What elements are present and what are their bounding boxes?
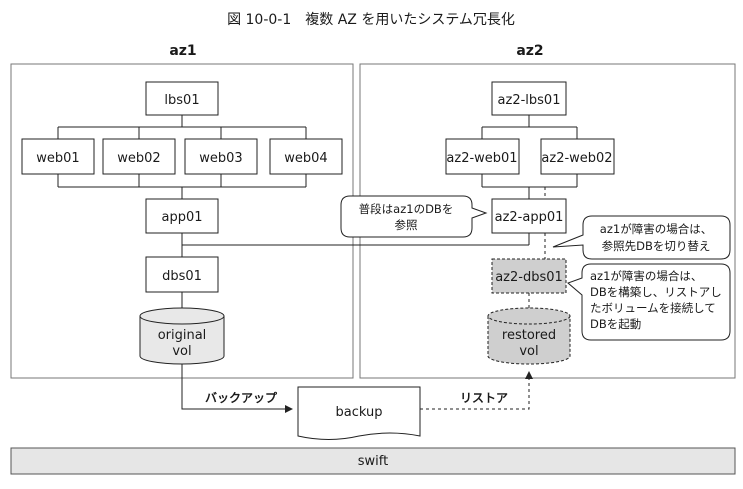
original-vol-label-1: original: [158, 328, 207, 343]
swift-storage-bar: [10, 447, 736, 475]
node-web04-label: web04: [284, 151, 327, 166]
restore-label: リストア: [460, 391, 508, 405]
node-app01-label: app01: [161, 210, 202, 225]
node-web03: [184, 138, 258, 175]
node-app01: [145, 198, 219, 234]
node-web03-label: web03: [199, 151, 242, 166]
node-dbs01: [145, 256, 219, 293]
callout-switch-line-1: az1が障害の場合は、: [600, 222, 712, 236]
restore-arrow: [420, 371, 533, 410]
node-az2-lbs01: [491, 81, 567, 116]
node-az2-web01-label: az2-web01: [446, 151, 517, 166]
restored-vol-label-1: restored: [502, 328, 556, 343]
callout-rebuild: [567, 263, 731, 341]
zone-label-az1: az1: [169, 43, 196, 59]
swift-label: swift: [358, 454, 388, 469]
callout-switch-line-2: 参照先DBを切り替え: [602, 239, 711, 253]
callout-normal-ref: [340, 195, 488, 238]
node-az2-web01: [445, 138, 520, 175]
original-vol-label-2: vol: [172, 344, 191, 359]
node-web01: [21, 138, 95, 175]
node-az2-web02: [540, 138, 615, 175]
node-az2-dbs01-label: az2-dbs01: [495, 270, 563, 285]
callout-rebuild-line-4: DBを起動: [590, 317, 641, 331]
restored-vol-cylinder: [487, 307, 571, 365]
backup-document: [297, 386, 421, 440]
callout-rebuild-line-2: DBを構築し、リストアし: [590, 285, 722, 299]
original-vol-cylinder: [139, 307, 225, 365]
az1-connectors: [57, 115, 307, 310]
callout-rebuild-line-1: az1が障害の場合は、: [590, 269, 702, 283]
figure-title: 図 10-0-1 複数 AZ を用いたシステム冗長化: [227, 11, 515, 28]
node-web02-label: web02: [117, 151, 160, 166]
backup-label: バックアップ: [205, 390, 278, 405]
node-web01-label: web01: [36, 151, 79, 166]
node-az2-dbs01: [491, 258, 567, 294]
backup-arrow: [181, 364, 293, 413]
node-lbs01: [145, 81, 219, 116]
callout-normal-line-2: 参照: [395, 218, 418, 232]
zone-label-az2: az2: [516, 43, 543, 59]
db-reference-lines: [182, 233, 530, 246]
callout-switch: [552, 215, 731, 260]
callout-normal-line-1: 普段はaz1のDBを: [359, 202, 454, 216]
node-dbs01-label: dbs01: [162, 269, 202, 284]
node-lbs01-label: lbs01: [164, 93, 199, 108]
node-az2-app01: [491, 198, 567, 234]
node-web02: [102, 138, 176, 175]
node-az2-lbs01-label: az2-lbs01: [498, 93, 561, 108]
node-az2-app01-label: az2-app01: [495, 210, 564, 225]
callout-rebuild-line-3: たボリュームを接続して: [590, 301, 716, 315]
backup-document-label: backup: [336, 405, 383, 420]
restored-vol-label-2: vol: [519, 344, 538, 359]
az2-connectors: [481, 115, 578, 199]
node-web04: [269, 138, 343, 175]
node-az2-web02-label: az2-web02: [541, 151, 612, 166]
